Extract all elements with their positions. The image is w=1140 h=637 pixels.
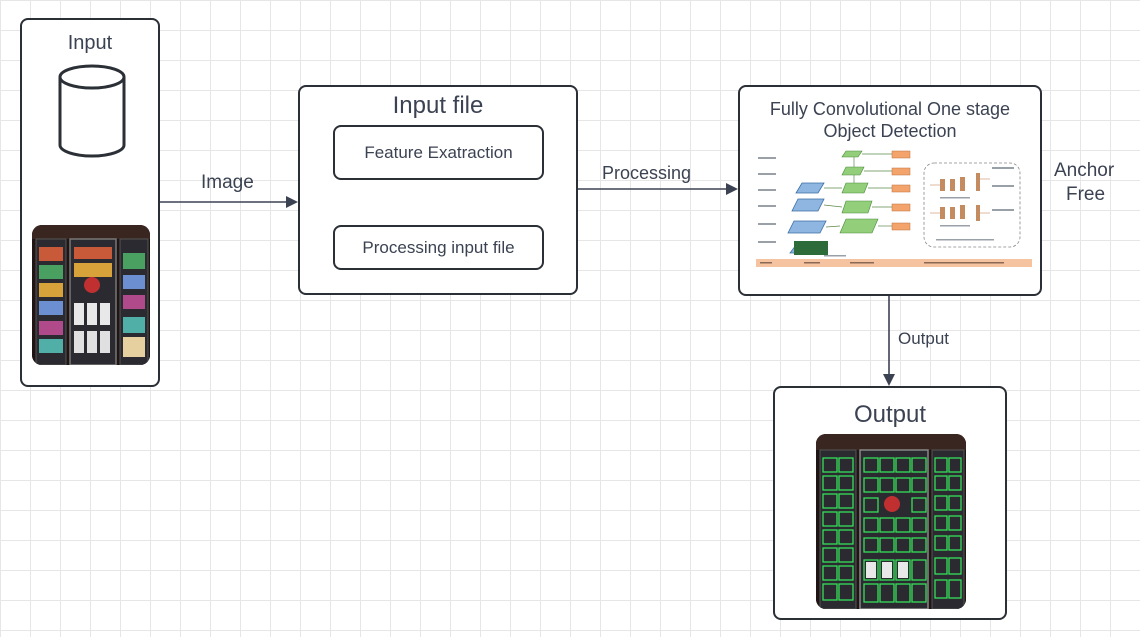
output-box-title: Output <box>853 401 927 428</box>
head-p4 <box>891 203 911 212</box>
fpn-p6 <box>841 166 865 176</box>
input-file-title: Input file <box>392 92 484 119</box>
feature-extraction-step: Feature Exatraction <box>333 125 544 180</box>
database-icon <box>58 64 126 158</box>
fpn-p7 <box>841 150 863 158</box>
head-detail-panel <box>923 162 1021 248</box>
output-edge-label: Output <box>898 329 950 348</box>
output-box: Output <box>773 386 1007 620</box>
head-p6 <box>891 167 911 176</box>
fcos-title-line2: Object Detection <box>823 121 957 141</box>
head-p5 <box>891 184 911 193</box>
fpn-p4 <box>841 200 873 214</box>
input-file-box: Input file Feature Exatraction Processin… <box>298 85 578 295</box>
input-fridge-photo <box>32 225 150 365</box>
backbone-layer-c5 <box>791 198 825 212</box>
processing-input-file-step: Processing input file <box>333 225 544 270</box>
head-p7 <box>891 150 911 159</box>
output-fridge-photo <box>816 434 966 609</box>
fpn-p3 <box>839 218 879 234</box>
head-p3 <box>891 222 911 231</box>
fcos-architecture-figure <box>756 150 1032 267</box>
input-box-title: Input <box>67 32 113 54</box>
backbone-layer-top <box>795 182 825 194</box>
backbone-layer-c4 <box>787 220 827 234</box>
anchor-free-line2: Free <box>1066 184 1106 205</box>
processing-edge-label: Processing <box>602 163 692 183</box>
fcos-title-line1: Fully Convolutional One stage <box>769 99 1011 119</box>
figure-footer-band <box>756 259 1032 267</box>
fridge-image <box>32 225 150 365</box>
image-edge-label: Image <box>201 172 254 193</box>
input-box: Input <box>20 18 160 387</box>
fcos-box: Fully Convolutional One stage Object Det… <box>738 85 1042 296</box>
backbone-input-thumb <box>794 241 828 255</box>
detected-fridge-image <box>816 434 966 609</box>
anchor-free-line1: Anchor <box>1054 160 1115 181</box>
fpn-p5 <box>841 182 869 194</box>
